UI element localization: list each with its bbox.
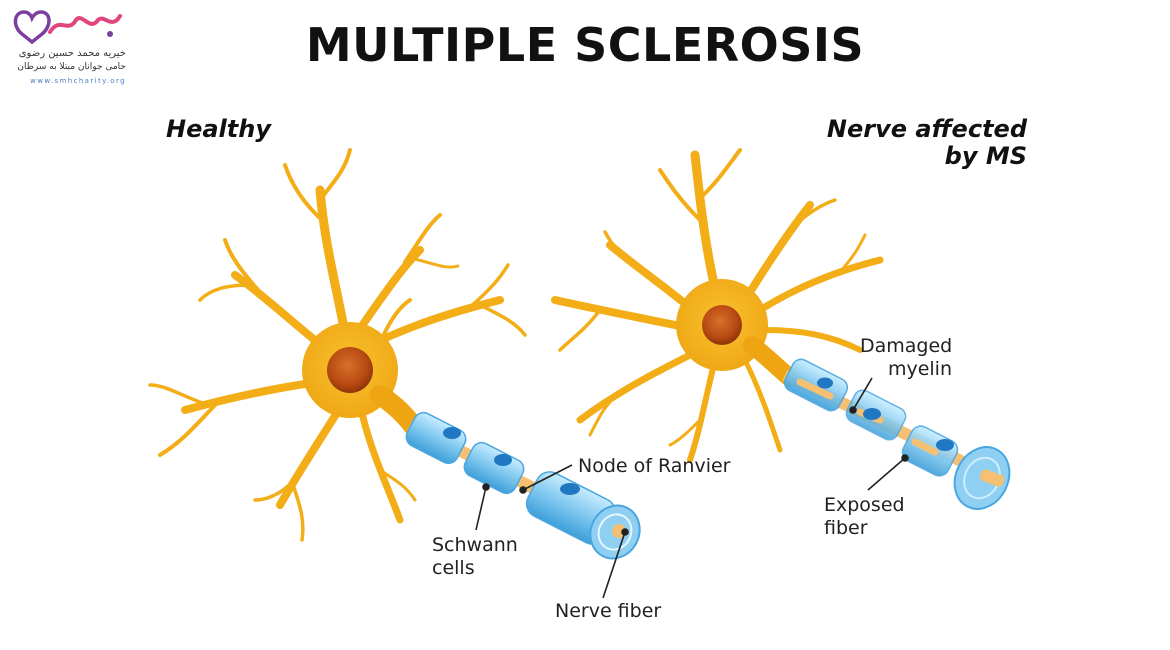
ms-neuron (551, 148, 1011, 510)
healthy-heading: Healthy (166, 115, 271, 143)
ms-dendrites (551, 148, 884, 463)
healthy-myelin (405, 411, 641, 560)
healthy-pointers (475, 464, 629, 599)
ms-pointers (849, 377, 909, 491)
ms-nucleus (702, 305, 742, 345)
label-schwann-line1: Schwann (432, 534, 518, 556)
healthy-neuron (148, 148, 641, 599)
label-exposed-fiber: Exposed fiber (824, 494, 905, 540)
label-damaged-myelin: Damaged myelin (860, 335, 952, 381)
heart-logo-icon (13, 10, 122, 45)
logo-text-name: خیریه محمد حسین رضوی (18, 48, 126, 59)
label-exposed-line2: fiber (824, 517, 868, 539)
logo-text-tagline: حامی جوانان مبتلا به سرطان (17, 62, 126, 72)
ms-heading-line1: Nerve affected (826, 115, 1027, 143)
healthy-nucleus (327, 347, 373, 393)
label-schwann-line2: cells (432, 557, 475, 579)
label-damaged-line2: myelin (887, 358, 952, 380)
logo-url: www.smhcharity.org (30, 77, 126, 85)
label-damaged-line1: Damaged (860, 335, 953, 357)
label-exposed-line1: Exposed (824, 494, 905, 516)
charity-logo: خیریه محمد حسین رضوی حامی جوانان مبتلا ب… (10, 4, 128, 86)
ms-heading: Nerve affected by MS (827, 116, 1027, 170)
label-node-of-ranvier: Node of Ranvier (578, 455, 731, 477)
ms-damaged-myelin (783, 358, 1011, 510)
ms-heading-line2: by MS (944, 142, 1027, 170)
ms-schwann-nuclei (817, 377, 954, 451)
label-nerve-fiber: Nerve fiber (555, 600, 662, 622)
page-title: MULTIPLE SCLEROSIS (305, 18, 865, 72)
healthy-schwann-nuclei (443, 427, 580, 495)
label-schwann-cells: Schwann cells (432, 534, 518, 580)
